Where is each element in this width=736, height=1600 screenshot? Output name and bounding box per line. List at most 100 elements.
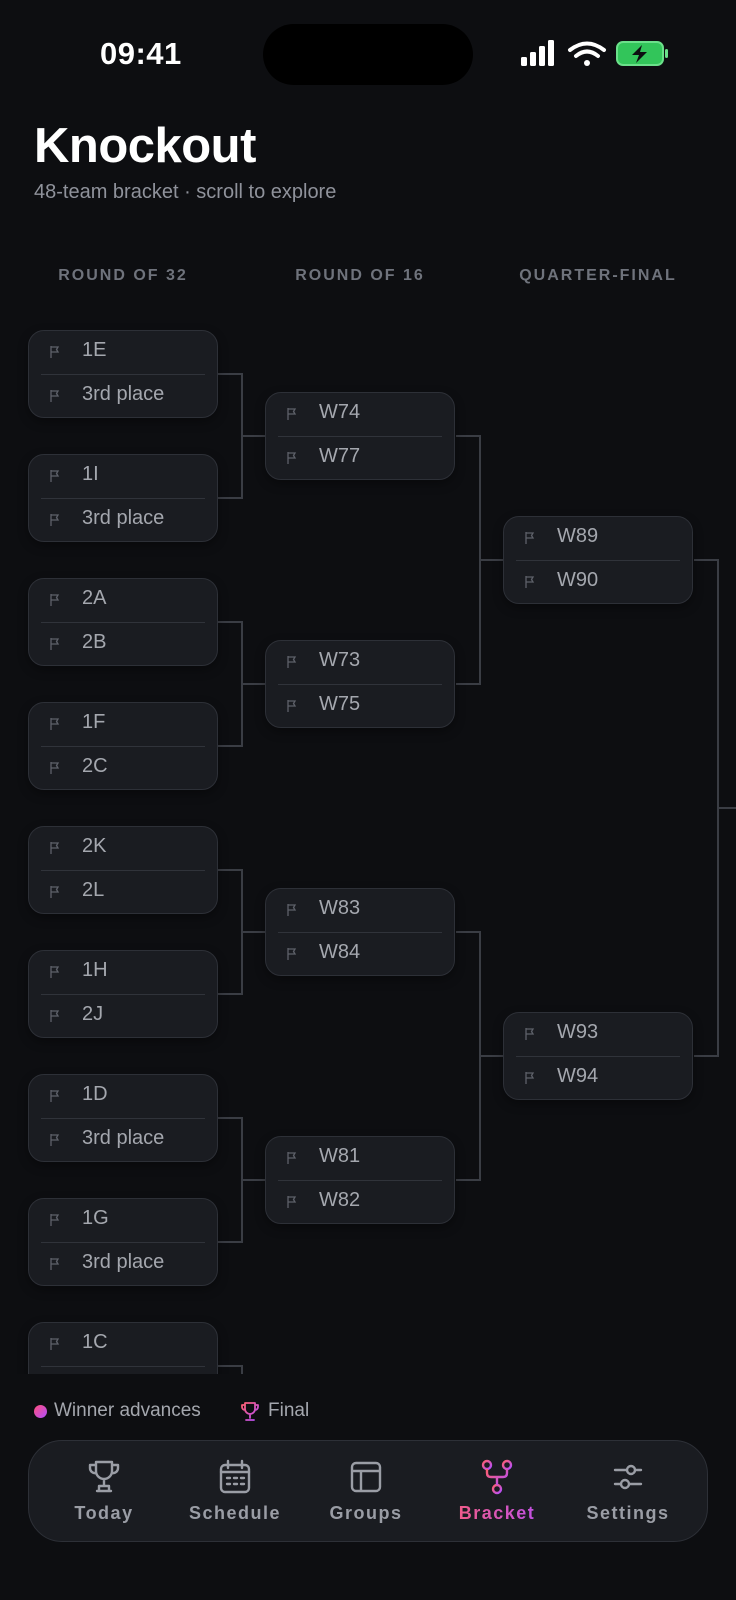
- match-card-r32[interactable]: 2K 2L: [28, 826, 218, 914]
- team-name: 1C: [82, 1331, 108, 1353]
- team-name: W82: [319, 1189, 361, 1211]
- team-slot[interactable]: 2J: [29, 995, 217, 1039]
- team-slot[interactable]: 1G: [29, 1199, 217, 1243]
- tab-settings[interactable]: Settings: [563, 1441, 693, 1543]
- tab-label: Schedule: [188, 1503, 282, 1523]
- team-name: 1H: [82, 959, 108, 981]
- flag-icon: [50, 638, 60, 650]
- divider: [41, 498, 205, 499]
- match-card-r32[interactable]: 1F 2C: [28, 702, 218, 790]
- status-bar: 09:41: [0, 0, 736, 110]
- team-slot[interactable]: W83: [266, 889, 454, 933]
- match-card-r32[interactable]: 2A 2B: [28, 578, 218, 666]
- team-slot[interactable]: 2B: [29, 623, 217, 667]
- team-slot[interactable]: W90: [504, 561, 692, 605]
- flag-icon: [50, 1010, 60, 1022]
- match-card-qf[interactable]: W89 W90: [503, 516, 693, 604]
- team-slot[interactable]: W73: [266, 641, 454, 685]
- team-name: 1E: [82, 339, 107, 361]
- signal-icon: [521, 40, 554, 66]
- team-slot[interactable]: W93: [504, 1013, 692, 1057]
- match-card-r32[interactable]: 1E 3rd place: [28, 330, 218, 418]
- team-name: 1D: [82, 1083, 108, 1105]
- team-slot[interactable]: W82: [266, 1181, 454, 1225]
- team-slot[interactable]: 1F: [29, 703, 217, 747]
- flag-icon: [50, 346, 60, 358]
- team-slot[interactable]: W77: [266, 437, 454, 481]
- team-slot[interactable]: W74: [266, 393, 454, 437]
- team-slot[interactable]: W75: [266, 685, 454, 729]
- bracket-connectors: [218, 373, 736, 1374]
- flag-icon: [287, 1196, 297, 1208]
- trophy-icon: [241, 1402, 259, 1421]
- table-icon: [350, 1461, 382, 1493]
- flag-icon: [525, 1072, 535, 1084]
- match-card-r16[interactable]: W73 W75: [265, 640, 455, 728]
- match-card-r16[interactable]: W81 W82: [265, 1136, 455, 1224]
- divider: [41, 374, 205, 375]
- tab-groups[interactable]: Groups: [301, 1441, 431, 1543]
- team-slot[interactable]: 1E: [29, 331, 217, 375]
- team-slot[interactable]: W84: [266, 933, 454, 977]
- team-slot[interactable]: 1C: [29, 1323, 217, 1367]
- team-slot[interactable]: 3rd place: [29, 1243, 217, 1287]
- flag-icon: [50, 1134, 60, 1146]
- flag-icon: [525, 576, 535, 588]
- flag-icon: [50, 718, 60, 730]
- winner-dot-icon: [34, 1405, 47, 1418]
- flag-icon: [50, 1338, 60, 1350]
- team-name: 3rd place: [82, 507, 165, 529]
- team-slot[interactable]: 2L: [29, 871, 217, 915]
- tab-label: Groups: [329, 1503, 403, 1523]
- team-slot[interactable]: 3rd place: [29, 499, 217, 543]
- flag-icon: [50, 514, 60, 526]
- team-slot[interactable]: 2A: [29, 579, 217, 623]
- bracket-scroll-area[interactable]: 1E 3rd place 1I 3rd place 2A 2B: [0, 310, 736, 1374]
- dynamic-island: [263, 24, 473, 85]
- tab-label: Settings: [586, 1503, 670, 1523]
- team-slot[interactable]: 1H: [29, 951, 217, 995]
- team-slot[interactable]: 3rd place: [29, 375, 217, 419]
- divider: [41, 1366, 205, 1367]
- match-card-r16[interactable]: W83 W84: [265, 888, 455, 976]
- tab-bracket[interactable]: Bracket: [432, 1441, 562, 1543]
- team-slot[interactable]: 2C: [29, 747, 217, 791]
- match-card-r32[interactable]: 1D 3rd place: [28, 1074, 218, 1162]
- tab-schedule[interactable]: Schedule: [170, 1441, 300, 1543]
- team-name: 2J: [82, 1003, 104, 1025]
- team-slot[interactable]: 3rd place: [29, 1119, 217, 1163]
- match-card-qf[interactable]: W93 W94: [503, 1012, 693, 1100]
- divider: [516, 560, 680, 561]
- tab-label: Bracket: [432, 1503, 562, 1524]
- team-name: W90: [557, 569, 599, 591]
- flag-icon: [525, 532, 535, 544]
- match-card-r32[interactable]: 1H 2J: [28, 950, 218, 1038]
- team-name: 3rd place: [82, 1251, 165, 1273]
- team-name: W81: [319, 1145, 361, 1167]
- flag-icon: [287, 1152, 297, 1164]
- team-slot[interactable]: W89: [504, 517, 692, 561]
- status-time: 09:41: [100, 36, 182, 71]
- team-slot[interactable]: W94: [504, 1057, 692, 1101]
- flag-icon: [287, 904, 297, 916]
- team-slot[interactable]: 1I: [29, 455, 217, 499]
- flag-icon: [50, 886, 60, 898]
- team-slot[interactable]: 1D: [29, 1075, 217, 1119]
- flag-icon: [50, 966, 60, 978]
- calendar-icon: [219, 1459, 251, 1494]
- match-card-r32[interactable]: 1G 3rd place: [28, 1198, 218, 1286]
- team-name: W73: [319, 649, 361, 671]
- team-name: W84: [319, 941, 361, 963]
- team-name: 2C: [82, 755, 108, 777]
- team-slot[interactable]: [29, 1367, 217, 1374]
- status-icons: [520, 38, 670, 75]
- legend-final-label: Final: [268, 1400, 310, 1421]
- tab-today[interactable]: Today: [39, 1441, 169, 1543]
- team-name: 3rd place: [82, 1127, 165, 1149]
- match-card-r16[interactable]: W74 W77: [265, 392, 455, 480]
- team-slot[interactable]: W81: [266, 1137, 454, 1181]
- match-card-r32[interactable]: 1I 3rd place: [28, 454, 218, 542]
- team-slot[interactable]: 2K: [29, 827, 217, 871]
- match-card-r32[interactable]: 1C: [28, 1322, 218, 1374]
- bracket-branch-icon: [481, 1459, 513, 1495]
